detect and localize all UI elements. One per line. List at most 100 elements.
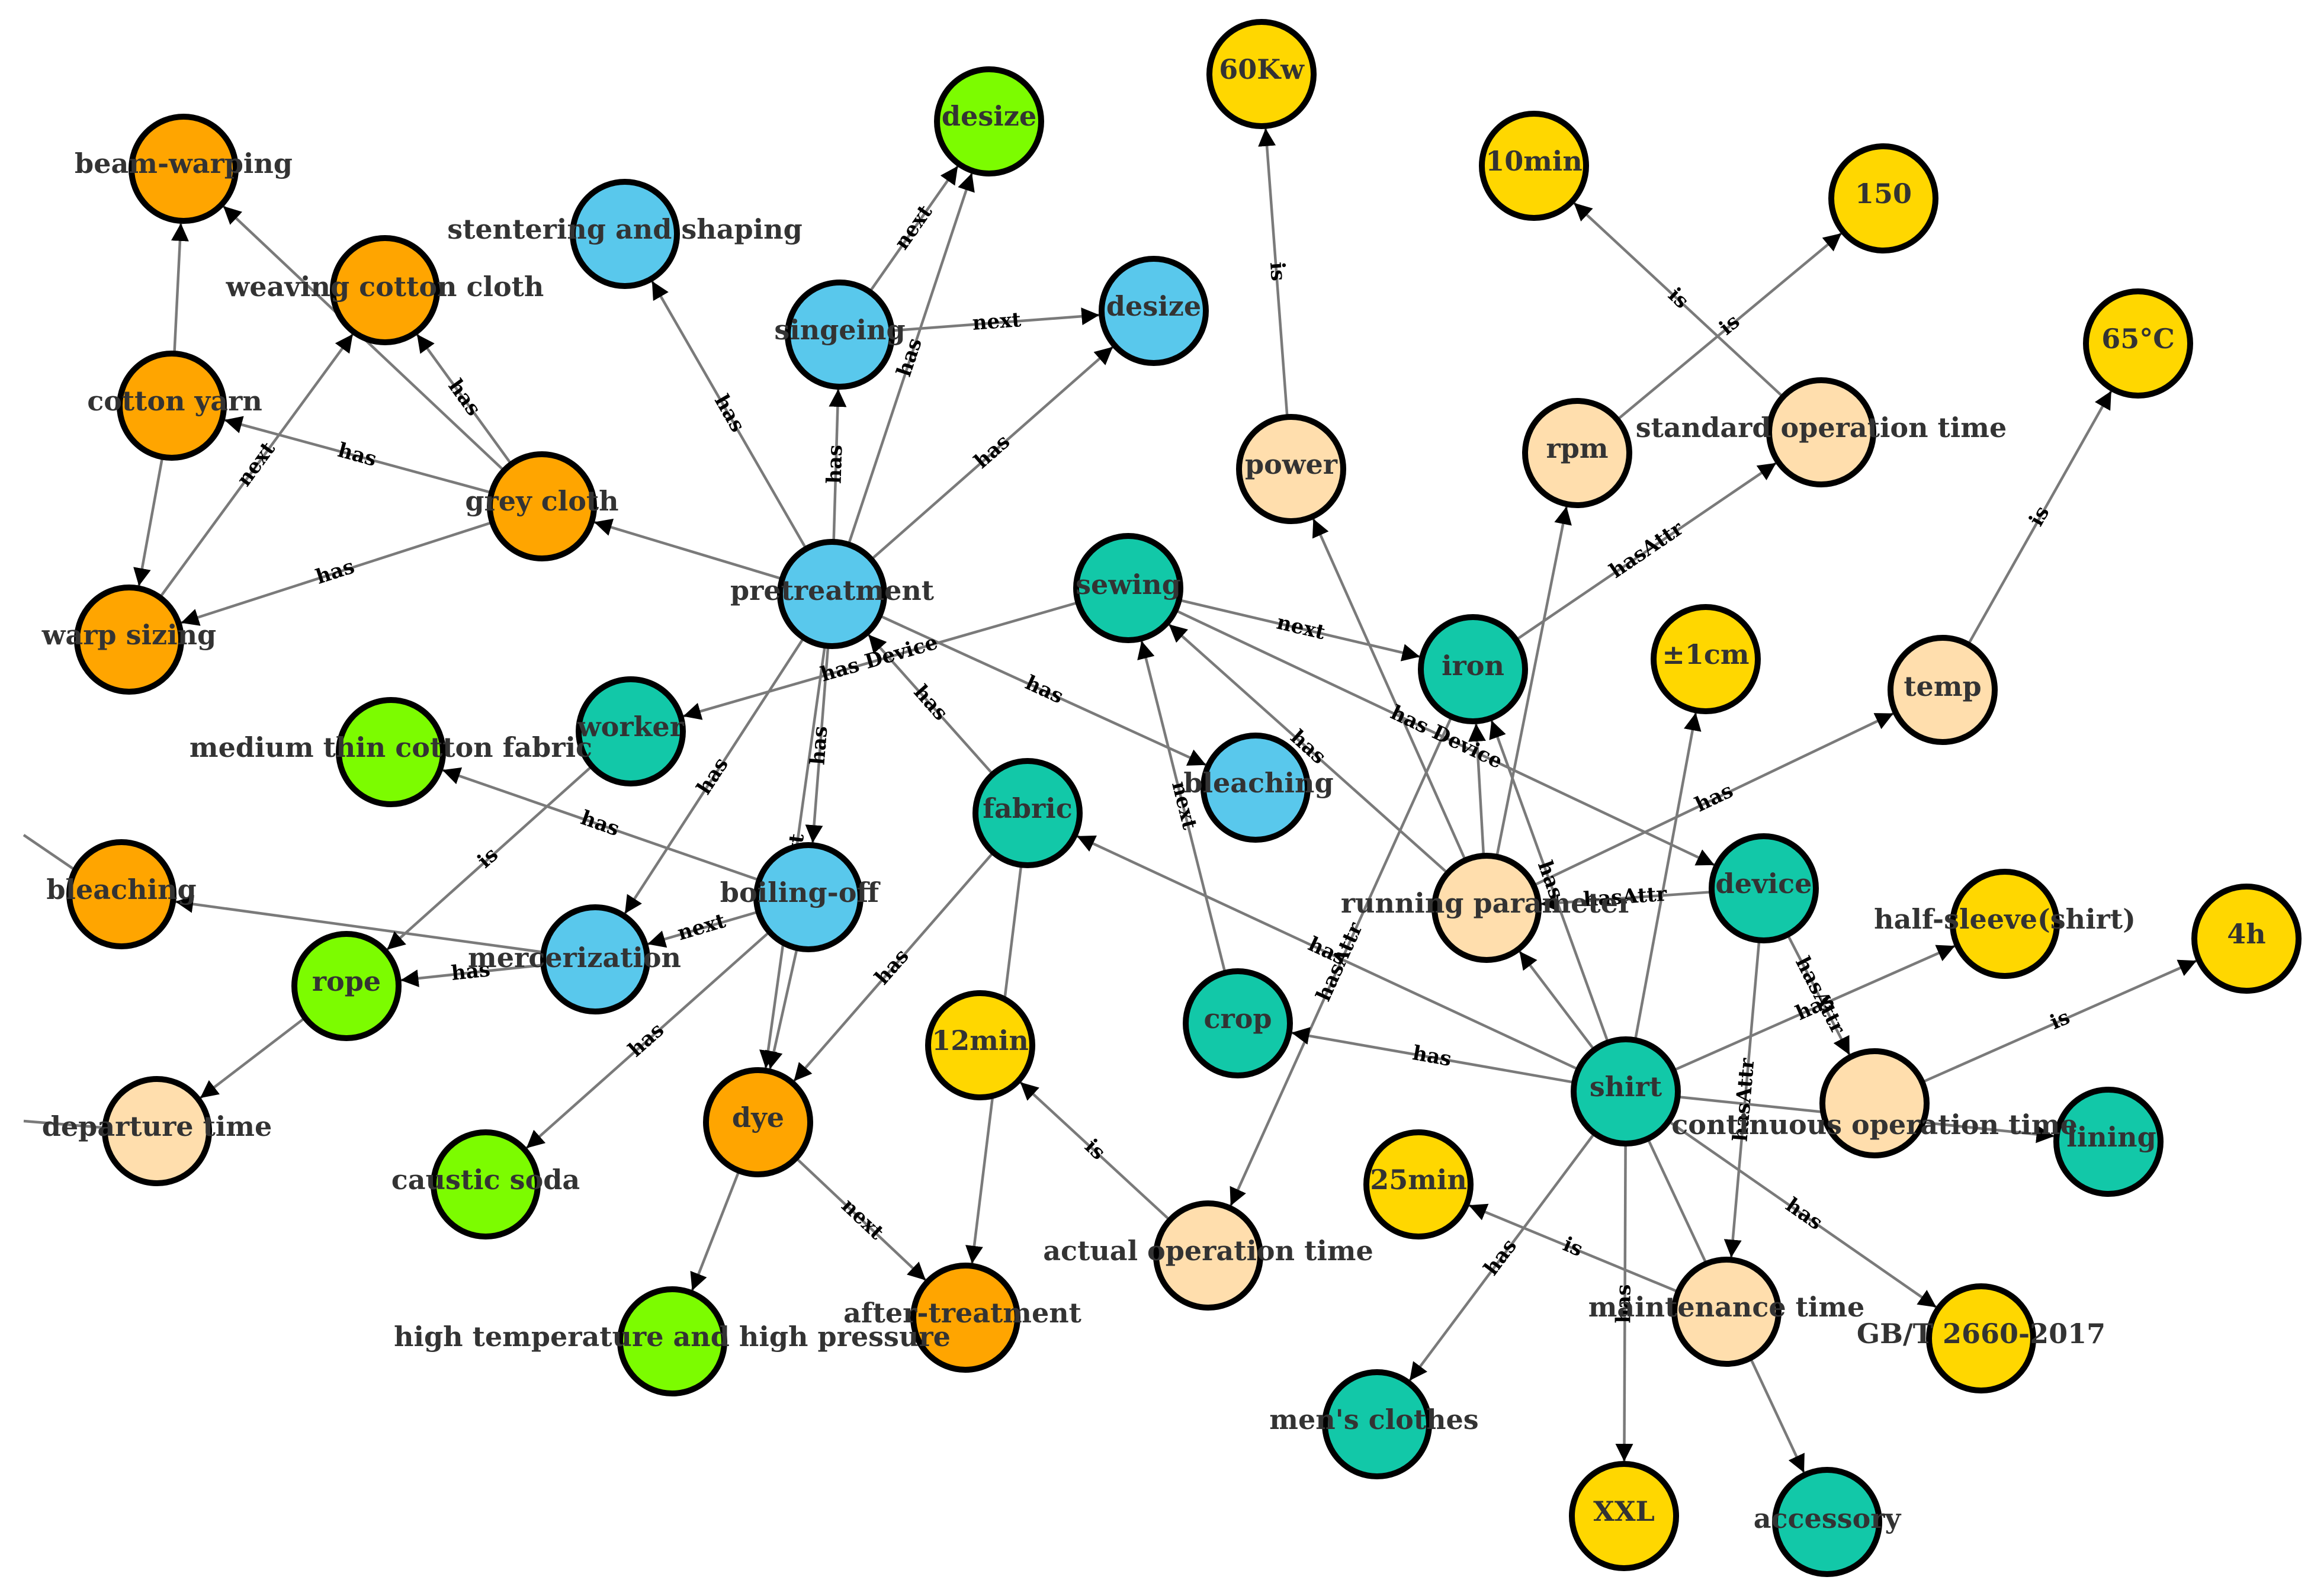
node-circle[interactable] — [1201, 733, 1311, 843]
node-boiling-off[interactable] — [753, 842, 864, 952]
node-circle[interactable] — [1236, 414, 1346, 524]
node-circle[interactable] — [703, 1067, 813, 1177]
node-circle[interactable] — [1819, 1048, 1930, 1158]
node-desize-g[interactable] — [934, 66, 1044, 176]
node-circle[interactable] — [2053, 1087, 2164, 1197]
node-circle[interactable] — [102, 1076, 212, 1186]
node-circle[interactable] — [1571, 1036, 1681, 1147]
node-cotton-yarn[interactable] — [117, 351, 227, 461]
node-gbt[interactable] — [1926, 1283, 2036, 1393]
node-mercerization[interactable] — [540, 904, 650, 1014]
node-high-temp[interactable] — [617, 1286, 727, 1396]
node-circle[interactable] — [2191, 884, 2302, 994]
node-shirt[interactable] — [1571, 1036, 1681, 1147]
node-circle[interactable] — [1950, 869, 2060, 979]
node-circle[interactable] — [972, 758, 1083, 868]
node-mens-clothes[interactable] — [1322, 1369, 1432, 1479]
node-v1cm[interactable] — [1651, 604, 1761, 714]
node-warp-sizing[interactable] — [74, 585, 184, 695]
node-circle[interactable] — [1651, 604, 1761, 714]
node-circle[interactable] — [1073, 533, 1183, 643]
node-singeing[interactable] — [785, 280, 895, 390]
node-pretreatment[interactable] — [777, 539, 887, 649]
node-stentering[interactable] — [570, 179, 680, 289]
node-departure-time[interactable] — [102, 1076, 212, 1186]
node-lining[interactable] — [2053, 1087, 2164, 1197]
node-circle[interactable] — [74, 585, 184, 695]
node-circle[interactable] — [1522, 398, 1632, 508]
node-fabric[interactable] — [972, 758, 1083, 868]
node-after-treatment[interactable] — [910, 1263, 1020, 1373]
node-device[interactable] — [1709, 833, 1819, 943]
node-v65c[interactable] — [2083, 288, 2193, 399]
node-circle[interactable] — [1828, 143, 1938, 253]
node-dye[interactable] — [703, 1067, 813, 1177]
node-temp[interactable] — [1888, 635, 1998, 745]
node-circle[interactable] — [934, 66, 1044, 176]
node-circle[interactable] — [1153, 1200, 1263, 1311]
node-maintenance-time[interactable] — [1671, 1257, 1782, 1367]
node-circle[interactable] — [753, 842, 864, 952]
node-accessory[interactable] — [1772, 1467, 1882, 1577]
node-medium-thin[interactable] — [336, 697, 446, 807]
node-grey-cloth[interactable] — [487, 451, 597, 561]
node-circle[interactable] — [1183, 968, 1293, 1078]
node-v10min[interactable] — [1479, 111, 1589, 221]
node-circle[interactable] — [1926, 1283, 2036, 1393]
node-circle[interactable] — [2083, 288, 2193, 399]
node-circle[interactable] — [1431, 853, 1542, 963]
node-worker[interactable] — [576, 676, 686, 786]
node-std-op-time[interactable] — [1766, 377, 1876, 487]
node-beam-warping[interactable] — [129, 114, 239, 224]
node-xxl[interactable] — [1569, 1461, 1679, 1571]
node-circle[interactable] — [291, 931, 402, 1041]
node-circle[interactable] — [129, 114, 239, 224]
node-v12min[interactable] — [925, 990, 1035, 1100]
node-circle[interactable] — [1671, 1257, 1782, 1367]
node-v4h[interactable] — [2191, 884, 2302, 994]
node-running-param[interactable] — [1431, 853, 1542, 963]
node-circle[interactable] — [1772, 1467, 1882, 1577]
node-bleaching-o[interactable] — [66, 839, 176, 949]
node-desize-b[interactable] — [1099, 256, 1209, 366]
node-circle[interactable] — [1418, 614, 1528, 724]
node-actual-op-time[interactable] — [1153, 1200, 1263, 1311]
node-circle[interactable] — [925, 990, 1035, 1100]
node-circle[interactable] — [1479, 111, 1589, 221]
node-circle[interactable] — [785, 280, 895, 390]
node-v25min[interactable] — [1363, 1129, 1474, 1239]
node-circle[interactable] — [1766, 377, 1876, 487]
node-circle[interactable] — [1709, 833, 1819, 943]
node-circle[interactable] — [617, 1286, 727, 1396]
node-cont-op-time[interactable] — [1819, 1048, 1930, 1158]
node-iron[interactable] — [1418, 614, 1528, 724]
node-circle[interactable] — [66, 839, 176, 949]
node-circle[interactable] — [576, 676, 686, 786]
node-caustic-soda[interactable] — [431, 1129, 541, 1239]
node-sewing[interactable] — [1073, 533, 1183, 643]
node-rpm[interactable] — [1522, 398, 1632, 508]
node-half-sleeve[interactable] — [1950, 869, 2060, 979]
node-crop[interactable] — [1183, 968, 1293, 1078]
node-bleaching-b[interactable] — [1201, 733, 1311, 843]
node-circle[interactable] — [431, 1129, 541, 1239]
node-circle[interactable] — [777, 539, 887, 649]
node-circle[interactable] — [1888, 635, 1998, 745]
node-circle[interactable] — [540, 904, 650, 1014]
node-weaving[interactable] — [330, 235, 440, 345]
node-circle[interactable] — [1206, 19, 1317, 129]
node-v60kw[interactable] — [1206, 19, 1317, 129]
node-rope[interactable] — [291, 931, 402, 1041]
node-circle[interactable] — [1322, 1369, 1432, 1479]
node-circle[interactable] — [330, 235, 440, 345]
node-circle[interactable] — [570, 179, 680, 289]
node-circle[interactable] — [1099, 256, 1209, 366]
node-v150[interactable] — [1828, 143, 1938, 253]
node-circle[interactable] — [487, 451, 597, 561]
node-circle[interactable] — [1363, 1129, 1474, 1239]
node-circle[interactable] — [1569, 1461, 1679, 1571]
node-circle[interactable] — [117, 351, 227, 461]
node-circle[interactable] — [910, 1263, 1020, 1373]
node-circle[interactable] — [336, 697, 446, 807]
node-power[interactable] — [1236, 414, 1346, 524]
